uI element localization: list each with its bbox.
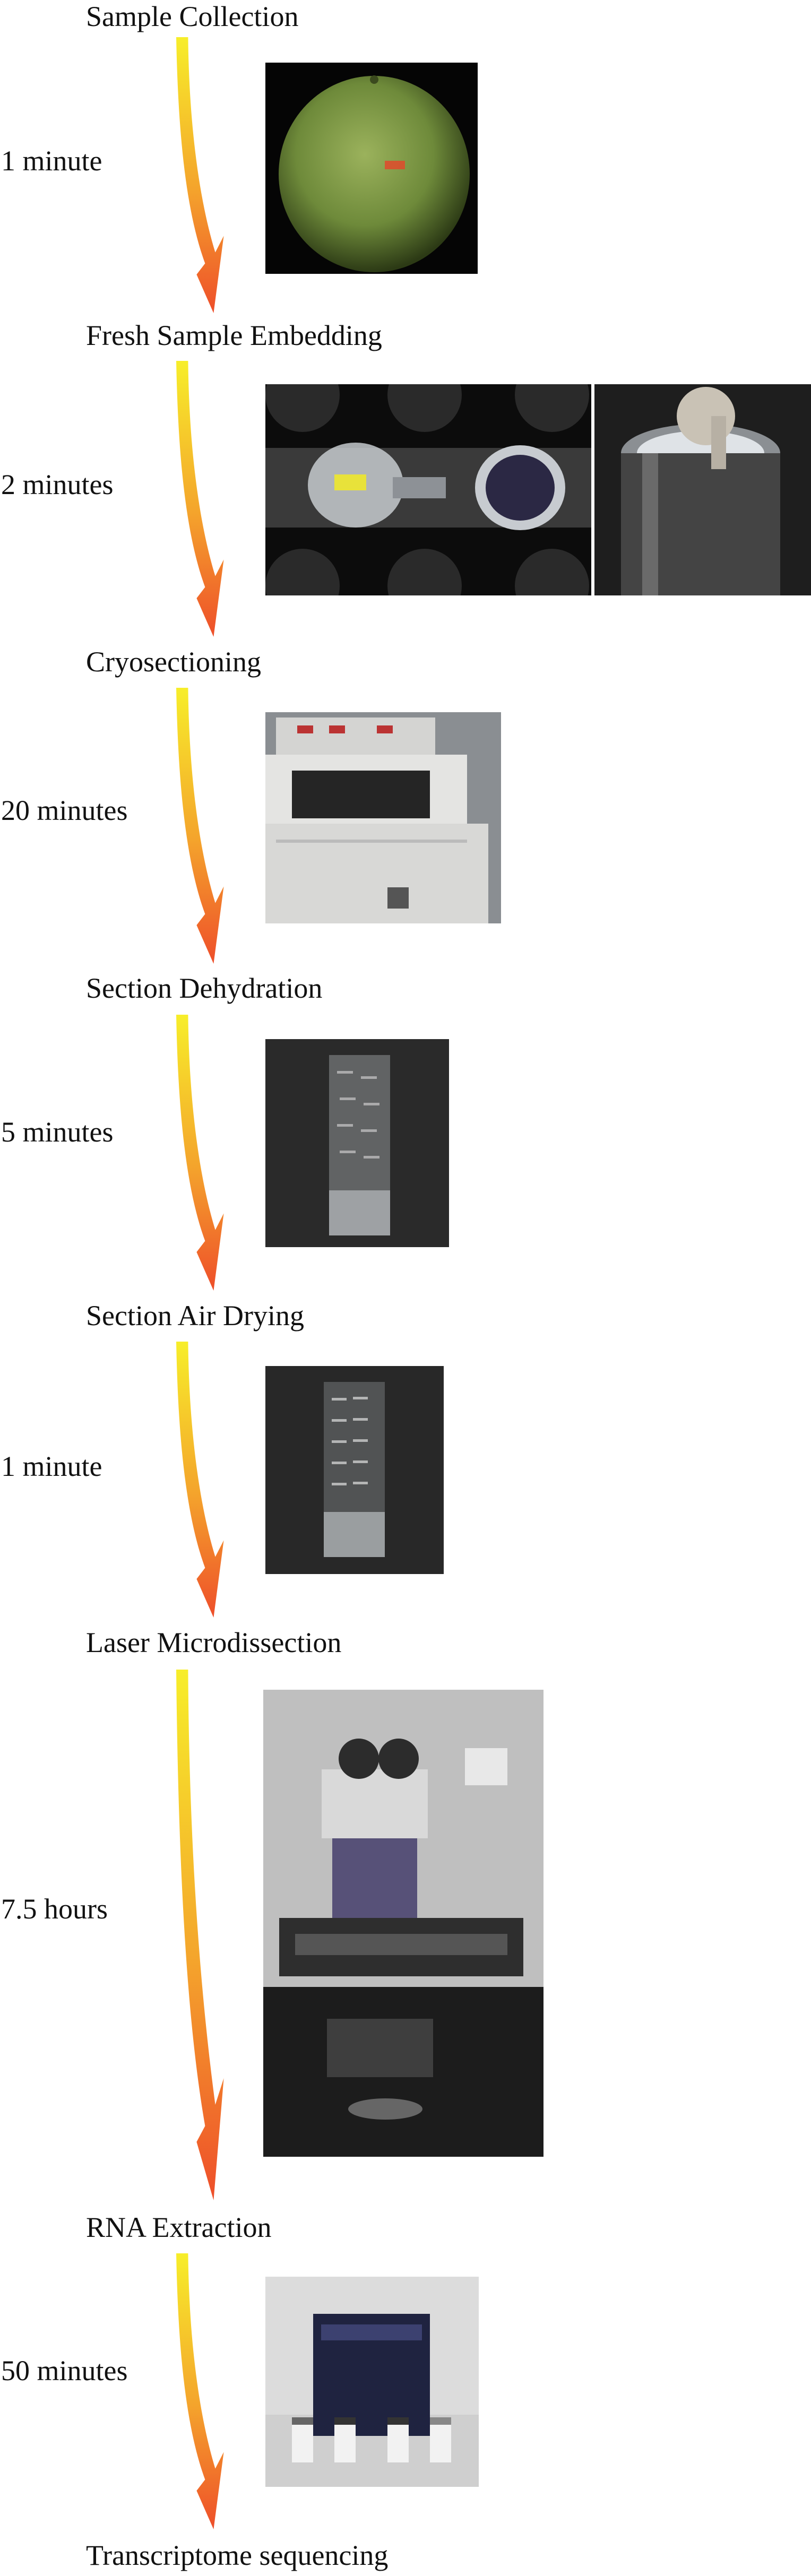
arrow-icon bbox=[176, 37, 224, 313]
laser-microscope-photo bbox=[263, 1690, 543, 2157]
rna-kit-photo bbox=[265, 2277, 479, 2487]
arrow-icon bbox=[176, 688, 224, 964]
arrow-icon bbox=[176, 361, 224, 637]
step-label-transcriptome-sequencing: Transcriptome sequencing bbox=[86, 2539, 389, 2571]
arrow-icon bbox=[176, 1342, 224, 1618]
cryostat-photo bbox=[265, 712, 501, 923]
duration-label: 5 minutes bbox=[1, 1116, 114, 1148]
air-dried-slide-photo bbox=[265, 1366, 444, 1574]
step-label-section-air-drying: Section Air Drying bbox=[86, 1300, 304, 1332]
step-label-cryosectioning: Cryosectioning bbox=[86, 646, 261, 678]
embedding-molds-photo bbox=[265, 384, 591, 595]
liquid-nitrogen-photo bbox=[594, 384, 811, 595]
duration-label: 2 minutes bbox=[1, 469, 114, 500]
dehydrated-slide-photo bbox=[265, 1039, 449, 1247]
arrow-icon bbox=[176, 2253, 224, 2529]
duration-label: 50 minutes bbox=[1, 2355, 128, 2387]
duration-label: 1 minute bbox=[1, 145, 102, 177]
step-label-sample-collection: Sample Collection bbox=[86, 1, 299, 32]
arrow-icon bbox=[176, 1015, 224, 1291]
orange-fruit-photo bbox=[265, 63, 478, 274]
step-label-rna-extraction: RNA Extraction bbox=[86, 2211, 272, 2243]
duration-label: 1 minute bbox=[1, 1450, 102, 1482]
duration-label: 20 minutes bbox=[1, 794, 128, 826]
step-label-fresh-sample-embedding: Fresh Sample Embedding bbox=[86, 319, 382, 351]
step-label-laser-microdissection: Laser Microdissection bbox=[86, 1627, 342, 1658]
duration-label: 7.5 hours bbox=[1, 1893, 108, 1925]
arrow-icon bbox=[176, 1670, 224, 2200]
step-label-section-dehydration: Section Dehydration bbox=[86, 972, 323, 1004]
